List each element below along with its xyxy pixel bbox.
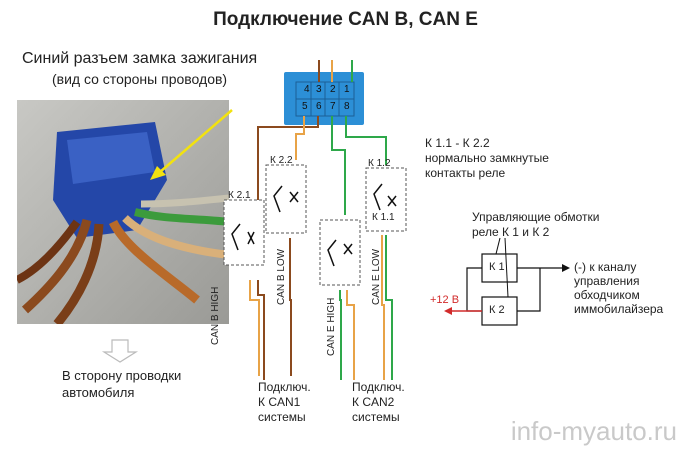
can2-line2: К CAN2 bbox=[352, 395, 395, 409]
connector-photo bbox=[17, 100, 229, 324]
coil-k2-label: К 2 bbox=[489, 304, 505, 316]
toward-wiring-line1: В сторону проводки bbox=[62, 368, 182, 383]
can1-line1: Подключ. bbox=[258, 380, 311, 394]
relay-k12-label: К 1.2 bbox=[368, 158, 391, 169]
control-line1: Управляющие обмотки bbox=[472, 210, 600, 224]
can1-line3: системы bbox=[258, 410, 306, 424]
control-line2: реле К 1 и К 2 bbox=[472, 225, 550, 239]
relay-note-line2: нормально замкнутые bbox=[425, 151, 549, 165]
coil-k1-label: К 1 bbox=[489, 261, 505, 273]
wire-label-can-e-low: CAN E LOW bbox=[371, 248, 382, 305]
output-line1: (-) к каналу bbox=[574, 260, 637, 274]
output-line2: управления bbox=[574, 274, 640, 288]
relay-note-line3: контакты реле bbox=[425, 166, 506, 180]
plus-12v-label: +12 В bbox=[430, 294, 460, 306]
wire-label-can-e-high: CAN E HIGH bbox=[326, 297, 337, 356]
relay-k11-label: К 1.1 bbox=[372, 212, 395, 223]
pin-4-label: 4 bbox=[304, 84, 310, 95]
photo-caption-line2: (вид со стороны проводов) bbox=[52, 71, 228, 87]
can1-line2: К CAN1 bbox=[258, 395, 301, 409]
diagram-title: Подключение CAN B, CAN E bbox=[213, 9, 478, 30]
relay-k22-label: К 2.2 bbox=[270, 155, 293, 166]
pin-6-label: 6 bbox=[316, 101, 322, 112]
pin-5-label: 5 bbox=[302, 101, 308, 112]
pin-1-label: 1 bbox=[344, 84, 350, 95]
pin-2-label: 2 bbox=[330, 84, 336, 95]
relay-k21-label: К 2.1 bbox=[228, 190, 251, 201]
output-line3: обходчиком bbox=[574, 288, 640, 302]
pin-8-label: 8 bbox=[344, 101, 350, 112]
watermark: info-myauto.ru bbox=[510, 416, 677, 446]
photo-caption-line1: Синий разъем замка зажигания bbox=[22, 50, 258, 67]
wire-label-can-b-low: CAN B LOW bbox=[276, 248, 287, 305]
can2-line1: Подключ. bbox=[352, 380, 405, 394]
can2-line3: системы bbox=[352, 410, 400, 424]
output-line4: иммобилайзера bbox=[574, 302, 664, 316]
relay-note-line1: К 1.1 - К 2.2 bbox=[425, 136, 490, 150]
toward-wiring-line2: автомобиля bbox=[62, 385, 135, 400]
pin-7-label: 7 bbox=[330, 101, 336, 112]
wire-label-can-b-high: CAN B HIGH bbox=[210, 286, 221, 345]
pin-3-label: 3 bbox=[316, 84, 322, 95]
